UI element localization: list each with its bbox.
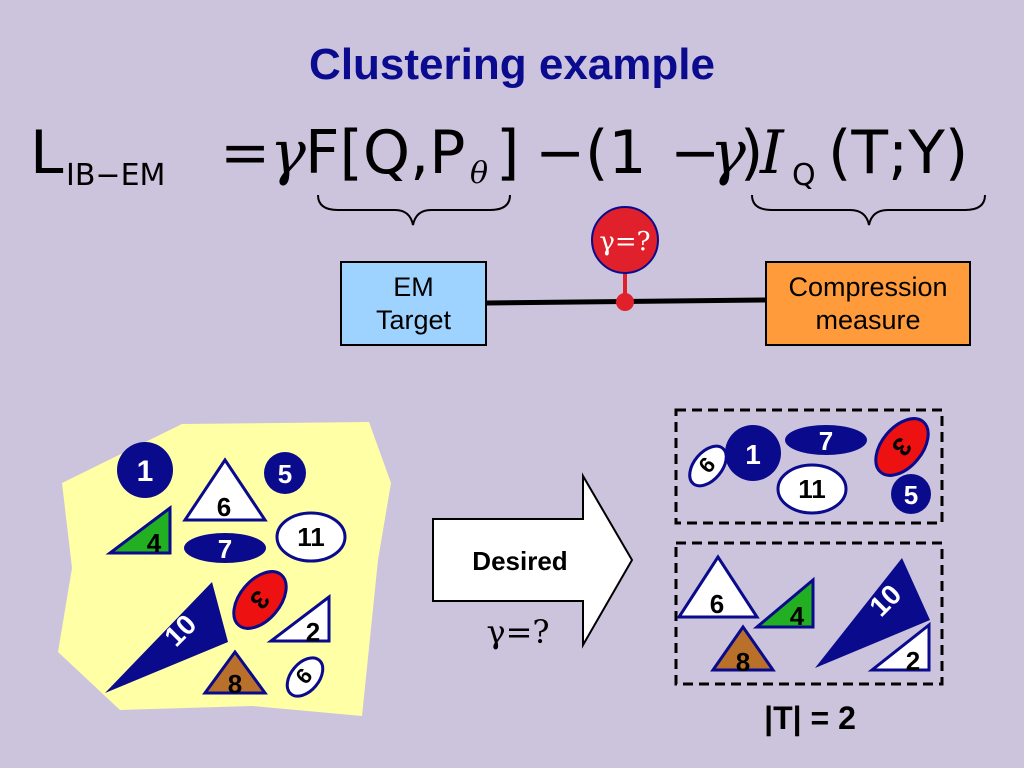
item-1: 1 [117, 442, 173, 498]
cluster1-item-11: 11 [776, 463, 848, 515]
svg-text:7: 7 [218, 534, 232, 564]
compression-line2: measure [815, 304, 921, 335]
formula-equals: = [220, 118, 271, 188]
cluster1-item-1: 1 [725, 425, 781, 481]
underbrace-em [317, 194, 511, 226]
formula-minus-1: − [535, 118, 586, 188]
formula-F: F[Q,P [305, 118, 466, 188]
slide-title: Clustering example [309, 40, 715, 89]
formula-L: L [30, 118, 64, 188]
svg-text:2: 2 [906, 646, 920, 676]
desired-arrow-label: Desired [472, 546, 567, 576]
formula-close-paren: ) [740, 118, 764, 188]
cluster2-item-10: 10 [815, 558, 930, 668]
item-3: 3 [232, 570, 288, 630]
desired-arrow-gamma: γ=? [486, 613, 549, 651]
svg-text:11: 11 [297, 522, 325, 552]
cluster1-item-3: 3 [874, 417, 930, 477]
formula-theta: θ [470, 156, 489, 191]
cluster1-item-9: 9 [688, 444, 728, 488]
svg-text:1: 1 [745, 439, 761, 470]
svg-text:4: 4 [147, 528, 162, 558]
svg-text:11: 11 [798, 474, 826, 504]
em-target-line1: EM [393, 272, 434, 303]
formula-subscript: IB−EM [66, 158, 166, 193]
svg-text:7: 7 [819, 426, 833, 456]
compression-line1: Compression [788, 272, 948, 303]
formula-I-args: (T;Y) [828, 118, 969, 188]
svg-text:8: 8 [736, 647, 750, 677]
cluster-2 [674, 541, 944, 686]
formula-gamma-2: γ [710, 118, 746, 188]
svg-text:6: 6 [217, 492, 231, 522]
cluster1-item-5: 5 [891, 474, 931, 514]
formula-F-close: ] [496, 118, 520, 188]
compression-measure-box: Compression measure [765, 261, 971, 346]
cluster2-item-2: 2 [867, 621, 931, 676]
cluster2-item-6: 6 [676, 554, 760, 619]
item-5: 5 [264, 452, 306, 494]
item-9: 9 [285, 656, 325, 698]
svg-text:5: 5 [904, 480, 918, 510]
formula-I-sub: Q [792, 158, 816, 193]
formula-one: (1 [585, 118, 647, 188]
underbrace-compression [751, 194, 986, 226]
svg-text:5: 5 [278, 459, 292, 489]
ib-em-formula: L IB−EM = γ F[Q,P θ ] − (1 − γ ) I Q (T;… [30, 118, 1010, 218]
gamma-knob-label: γ=? [599, 227, 650, 257]
gamma-knob[interactable] [591, 206, 659, 274]
cluster2-item-8: 8 [710, 624, 776, 677]
svg-text:4: 4 [790, 601, 805, 631]
svg-text:2: 2 [306, 617, 320, 647]
formula-minus-2: − [670, 118, 721, 188]
slider-handle[interactable] [616, 293, 634, 311]
item-7: 7 [184, 533, 266, 564]
em-target-box: EM Target [340, 261, 487, 346]
item-4: 4 [105, 505, 172, 558]
svg-text:8: 8 [228, 669, 242, 699]
svg-text:6: 6 [710, 589, 724, 619]
cluster1-item-7: 7 [785, 425, 867, 456]
cluster2-item-4: 4 [752, 576, 815, 631]
formula-gamma: γ [270, 118, 306, 188]
item-2: 2 [266, 593, 331, 647]
formula-I: I [760, 118, 784, 188]
item-6: 6 [182, 457, 268, 522]
desired-arrow [432, 472, 634, 649]
item-11: 11 [275, 511, 347, 563]
svg-text:1: 1 [137, 455, 154, 488]
cluster-count-label: |T| = 2 [764, 700, 856, 736]
em-target-line2: Target [375, 304, 452, 335]
item-8: 8 [202, 649, 268, 699]
cluster-1 [674, 408, 944, 525]
